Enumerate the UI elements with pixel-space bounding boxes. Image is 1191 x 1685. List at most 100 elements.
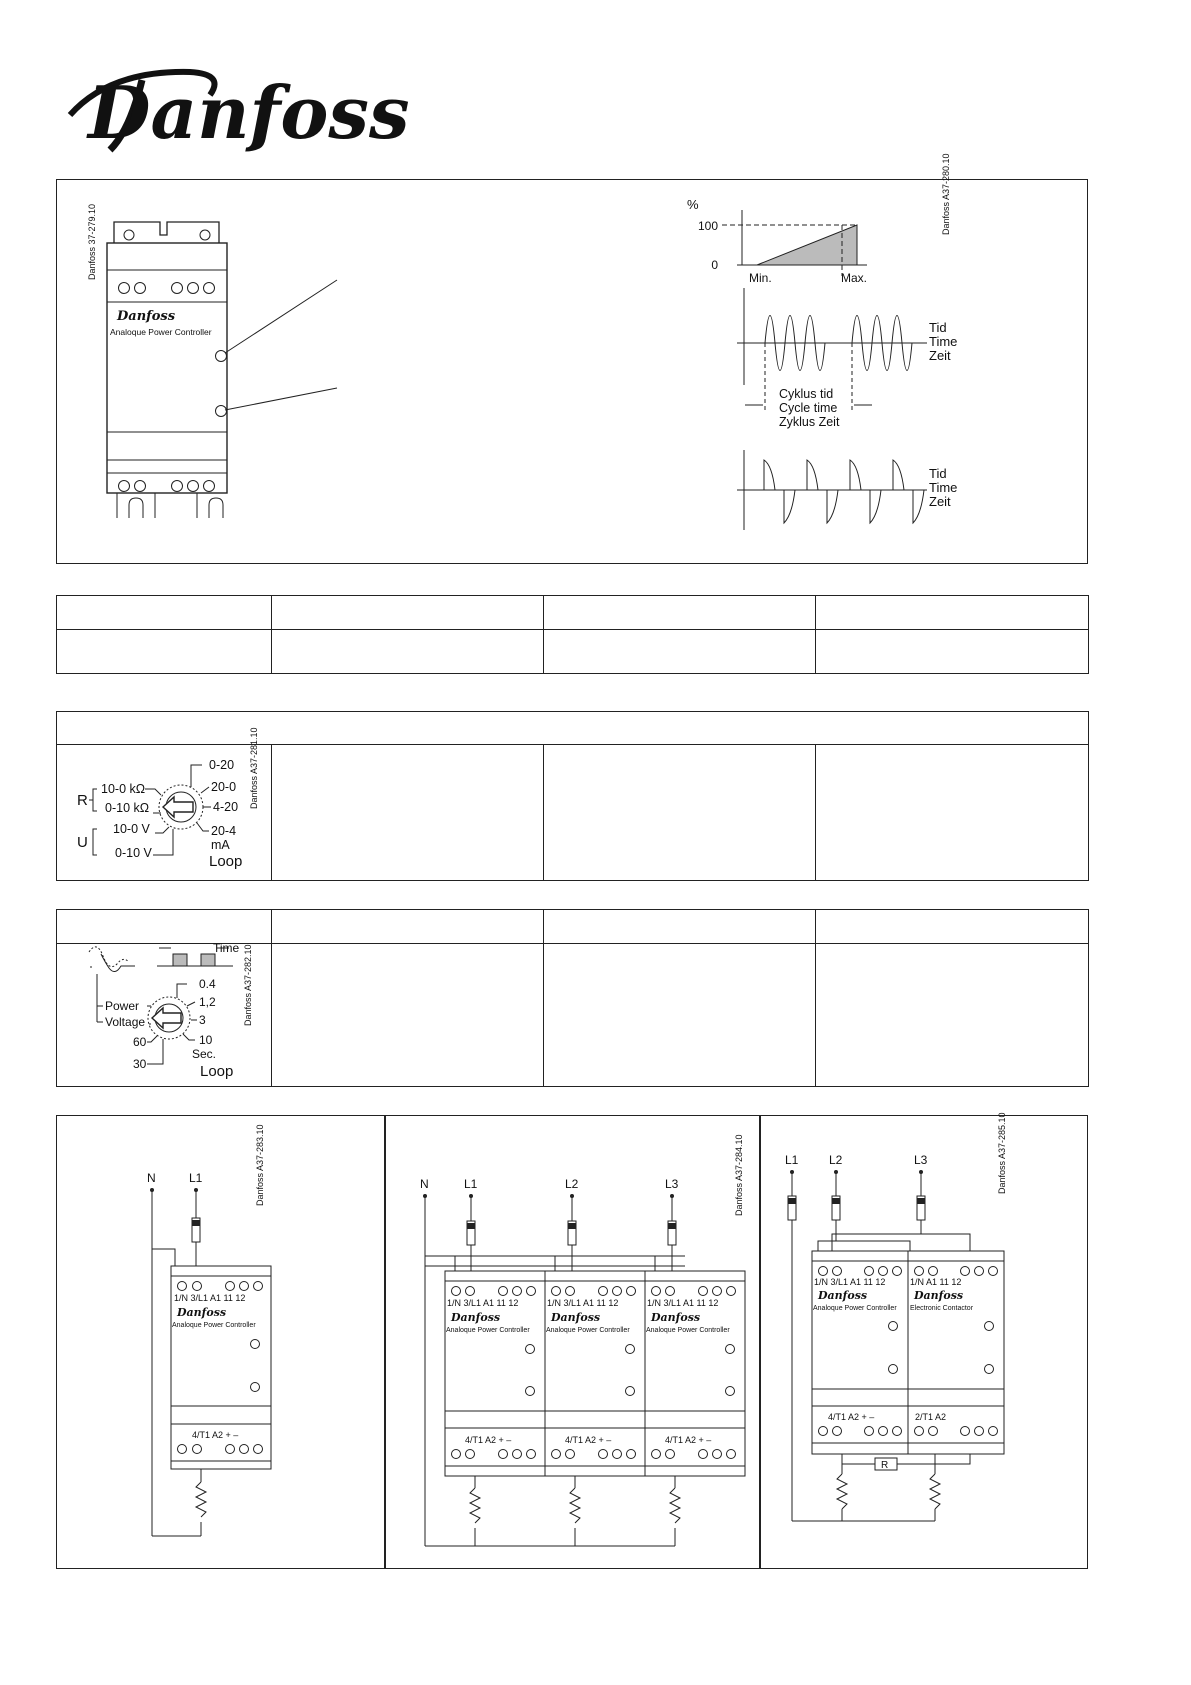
table1-cell xyxy=(815,629,1089,674)
three3-label: Analoque Power Controller xyxy=(646,1327,730,1334)
three2-top-terminals: 1/N 3/L1 A1 11 12 xyxy=(547,1298,618,1308)
single-line-l1: L1 xyxy=(189,1171,203,1185)
logo-wordmark: Danfoss xyxy=(86,70,410,155)
wave2-label-de: Zeit xyxy=(929,494,951,509)
contactor-apc-logo: Danfoss xyxy=(817,1289,867,1302)
device-outline xyxy=(106,242,228,494)
three1-bottom-terminals: 4/T1 A2 + – xyxy=(465,1435,511,1445)
cycle-table-cell xyxy=(543,943,816,1087)
input-dial-ref: Danfoss A37-281.10 xyxy=(249,727,259,809)
time-unit-sec: Sec. xyxy=(192,1047,216,1061)
time-option-30: 30 xyxy=(133,1057,147,1071)
contactor-apc-device: 1/N 3/L1 A1 11 12 Danfoss Analoque Power… xyxy=(811,1250,909,1455)
electronic-contactor-device: 1/N A1 11 12 Danfoss Electronic Contacto… xyxy=(907,1250,1005,1455)
three-line-n: N xyxy=(420,1177,429,1191)
three2-bottom-terminals: 4/T1 A2 + – xyxy=(565,1435,611,1445)
single-device-logo: Danfoss xyxy=(176,1306,226,1319)
load-resistor-icon xyxy=(928,1473,942,1510)
potentiometer-2 xyxy=(215,405,227,417)
ec-logo: Danfoss xyxy=(913,1289,963,1302)
wiring-contactor: L1 L2 L3 Danfoss A37-285.10 1/N 3/L1 A1 … xyxy=(785,1112,1007,1522)
three1-label: Analoque Power Controller xyxy=(446,1327,530,1334)
cycle-table-header-cell xyxy=(815,909,1089,944)
input-dial-drawing: R 10-0 kΩ 0-10 kΩ U 10-0 V 0-10 V xyxy=(77,727,259,870)
dial-arrow-icon xyxy=(161,795,194,819)
input-option-0-20: 0-20 xyxy=(209,758,234,772)
input-option-4-20: 4-20 xyxy=(213,800,238,814)
three1-top-terminals: 1/N 3/L1 A1 11 12 xyxy=(447,1298,518,1308)
time-option-60: 60 xyxy=(133,1035,147,1049)
input-option-0-10v: 0-10 V xyxy=(115,846,152,860)
three-phase-units xyxy=(425,1196,685,1271)
spec-table-1 xyxy=(56,595,1089,674)
time-dial-cell: Time Power Voltage 60 30 0.4 xyxy=(56,941,272,1087)
cycle-table-cell xyxy=(815,943,1089,1087)
input-table: R 10-0 kΩ 0-10 kΩ U 10-0 V 0-10 V xyxy=(56,711,1089,881)
ramp-y-100: 100 xyxy=(698,219,718,233)
ec-bottom-terminals: 2/T1 A2 xyxy=(915,1412,946,1422)
ramp-x-min: Min. xyxy=(749,271,772,285)
cycle-table-header-cell xyxy=(271,909,544,944)
cycle-label-de: Zyklus Zeit xyxy=(779,415,840,429)
load-resistor-icon xyxy=(468,1487,482,1524)
single-bottom-terminals: 4/T1 A2 + – xyxy=(192,1430,238,1440)
table1-header-cell xyxy=(56,595,272,630)
time-option-1-2: 1,2 xyxy=(199,995,216,1009)
device-label: Analoque Power Controller xyxy=(110,327,212,337)
contactor-apc-top-terminals: 1/N 3/L1 A1 11 12 xyxy=(814,1277,885,1287)
figure-overview: Danfoss 37-279.10 Danfoss Analoque Power… xyxy=(56,153,1088,564)
potentiometer-1 xyxy=(215,350,227,362)
single-ref: Danfoss A37-283.10 xyxy=(255,1124,265,1206)
input-table-header xyxy=(56,711,1089,745)
wave2-label-en: Time xyxy=(929,480,957,495)
wiring-three-phase: N L1 L2 L3 Danfoss A37-284.10 xyxy=(420,1134,746,1547)
three-ref: Danfoss A37-284.10 xyxy=(734,1134,744,1216)
contactor-apc-label: Analoque Power Controller xyxy=(813,1305,897,1312)
input-table-cell xyxy=(271,744,544,881)
ramp-x-max: Max. xyxy=(841,271,867,285)
burst-packet-1 xyxy=(764,315,826,371)
three-line-l3: L3 xyxy=(665,1177,679,1191)
cycle-table-cell xyxy=(271,943,544,1087)
time-dial-ref: Danfoss A37-282.10 xyxy=(243,944,253,1026)
contactor-line-l1: L1 xyxy=(785,1153,799,1167)
ramp-y-0: 0 xyxy=(711,258,718,272)
three3-top-terminals: 1/N 3/L1 A1 11 12 xyxy=(647,1298,718,1308)
overview-drawing: Danfoss 37-279.10 Danfoss Analoque Power… xyxy=(87,153,957,530)
cycle-table-header-cell xyxy=(543,909,816,944)
chart-ref: Danfoss A37-280.10 xyxy=(941,153,951,235)
resistor-r-label: R xyxy=(881,1460,888,1471)
three2-label: Analoque Power Controller xyxy=(546,1327,630,1334)
wave1-label-de: Zeit xyxy=(929,348,951,363)
table1-header-cell xyxy=(271,595,544,630)
wiring-diagrams: N L1 Danfoss A37-283.10 1/N 3/L1 A1 11 1… xyxy=(56,1112,1088,1569)
input-table-cell xyxy=(543,744,816,881)
input-option-0-10k: 0-10 kΩ xyxy=(105,801,149,815)
phase-waveform xyxy=(763,459,925,525)
table1-header-cell xyxy=(543,595,816,630)
ref-left: Danfoss 37-279.10 xyxy=(87,204,97,280)
dial-r-label: R xyxy=(77,792,88,809)
single-apc-device xyxy=(170,1265,272,1470)
three3-logo: Danfoss xyxy=(650,1311,700,1324)
time-option-0-4: 0.4 xyxy=(199,977,216,991)
ramp-y-unit: % xyxy=(687,197,699,212)
input-table-cell xyxy=(815,744,1089,881)
three-apc-2: 1/N 3/L1 A1 11 12 Danfoss Analoque Power… xyxy=(544,1270,646,1546)
single-device-label: Analoque Power Controller xyxy=(172,1322,256,1329)
time-dial-arrow-icon xyxy=(150,1006,182,1030)
wave2-label-da: Tid xyxy=(929,466,947,481)
mode-voltage-label: Voltage xyxy=(105,1015,145,1029)
load-resistor-icon xyxy=(835,1473,849,1510)
contactor-ref: Danfoss A37-285.10 xyxy=(997,1112,1007,1194)
pulse-block-1 xyxy=(172,953,188,967)
three-apc-1: 1/N 3/L1 A1 11 12 Danfoss Analoque Power… xyxy=(444,1270,546,1546)
three3-bottom-terminals: 4/T1 A2 + – xyxy=(665,1435,711,1445)
table1-cell xyxy=(56,629,272,674)
input-dial-cell: R 10-0 kΩ 0-10 kΩ U 10-0 V 0-10 V xyxy=(56,727,272,881)
cycle-time-table: Time Power Voltage 60 30 0.4 xyxy=(56,909,1089,1087)
time-option-10: 10 xyxy=(199,1033,213,1047)
wave1-label-en: Time xyxy=(929,334,957,349)
danfoss-logo: Danfoss xyxy=(67,68,410,155)
burst-packet-2 xyxy=(851,315,913,371)
